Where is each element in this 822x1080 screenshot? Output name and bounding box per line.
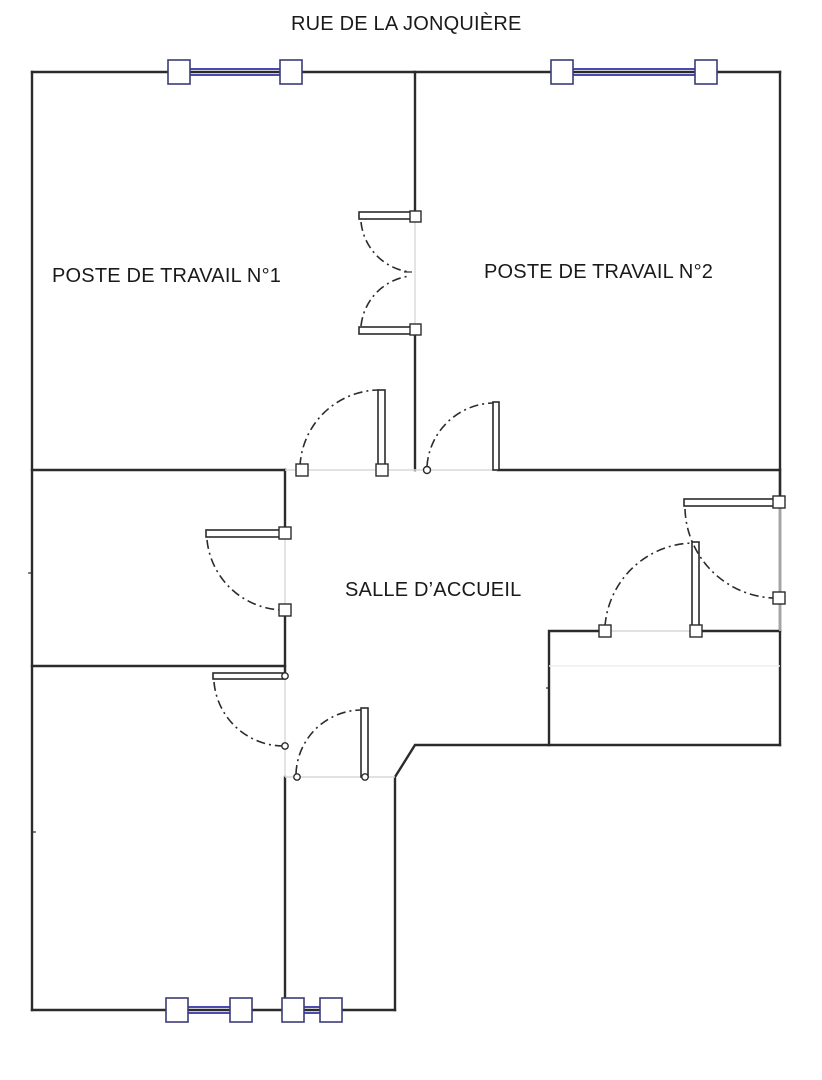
door-leaf (212, 672, 286, 680)
doors (205, 210, 786, 781)
interior-walls (30, 70, 782, 1012)
door-hinge (409, 323, 422, 336)
door-leaf (683, 498, 781, 507)
door-hinge (281, 742, 289, 750)
wall-ticks (28, 271, 549, 833)
door-hinge (278, 603, 292, 617)
door-swing-arc (360, 221, 411, 273)
door-swing-arc (360, 275, 411, 327)
window-top-left (167, 59, 303, 85)
door-hinge (281, 672, 289, 680)
exterior-wall-lower-right (393, 743, 782, 1012)
door-left-room-lower (212, 672, 289, 750)
door-hinge (689, 624, 703, 638)
door-workstation-1 (295, 389, 389, 477)
window-frame (319, 997, 343, 1023)
door-leaf (377, 389, 386, 471)
wall-right-small-room (547, 629, 607, 747)
door-right-exterior (683, 495, 786, 605)
door-hinge (278, 526, 292, 540)
door-corridor (293, 707, 369, 781)
door-leaf (492, 401, 500, 471)
door-hinge (772, 591, 786, 605)
window-top-right (550, 59, 718, 85)
window-frame (694, 59, 718, 85)
door-workstation-2 (422, 401, 500, 475)
door-hinge (422, 465, 432, 475)
door-leaf (691, 541, 700, 632)
door-swing-arc (426, 402, 494, 467)
window-frame (279, 59, 303, 85)
door-hinge (409, 210, 422, 223)
room-label-reception: SALLE D’ACCUEIL (345, 579, 522, 601)
door-right-small-room (598, 541, 703, 638)
window-frame (167, 59, 191, 85)
door-swing-arc (295, 709, 362, 775)
room-label-workstation-1: POSTE DE TRAVAIL N°1 (52, 265, 282, 287)
door-hinge (361, 773, 369, 781)
window-bottom-right (281, 997, 343, 1023)
window-frame (550, 59, 574, 85)
door-swing-arc (213, 681, 284, 747)
door-leaf (358, 326, 416, 335)
door-swing-arc (299, 389, 379, 467)
door-hinge (293, 773, 301, 781)
door-leaf (360, 707, 369, 778)
windows (165, 59, 718, 1023)
door-hinge (295, 463, 309, 477)
openings (284, 215, 781, 778)
door-left-room-upper (205, 526, 292, 617)
door-swing-arc (604, 542, 693, 627)
street-label: RUE DE LA JONQUIÈRE (291, 13, 522, 35)
window-frame (281, 997, 305, 1023)
door-swing-arc (684, 508, 775, 599)
door-hinge (598, 624, 612, 638)
door-between-workstations (358, 210, 422, 336)
door-hinge (375, 463, 389, 477)
window-frame (229, 997, 253, 1023)
window-frame (165, 997, 189, 1023)
exterior-walls (30, 70, 782, 1012)
window-bottom-left (165, 997, 253, 1023)
door-swing-arc (206, 539, 283, 611)
room-label-workstation-2: POSTE DE TRAVAIL N°2 (484, 261, 714, 283)
door-leaf (358, 211, 416, 220)
door-leaf (205, 529, 286, 538)
door-hinge (772, 495, 786, 509)
